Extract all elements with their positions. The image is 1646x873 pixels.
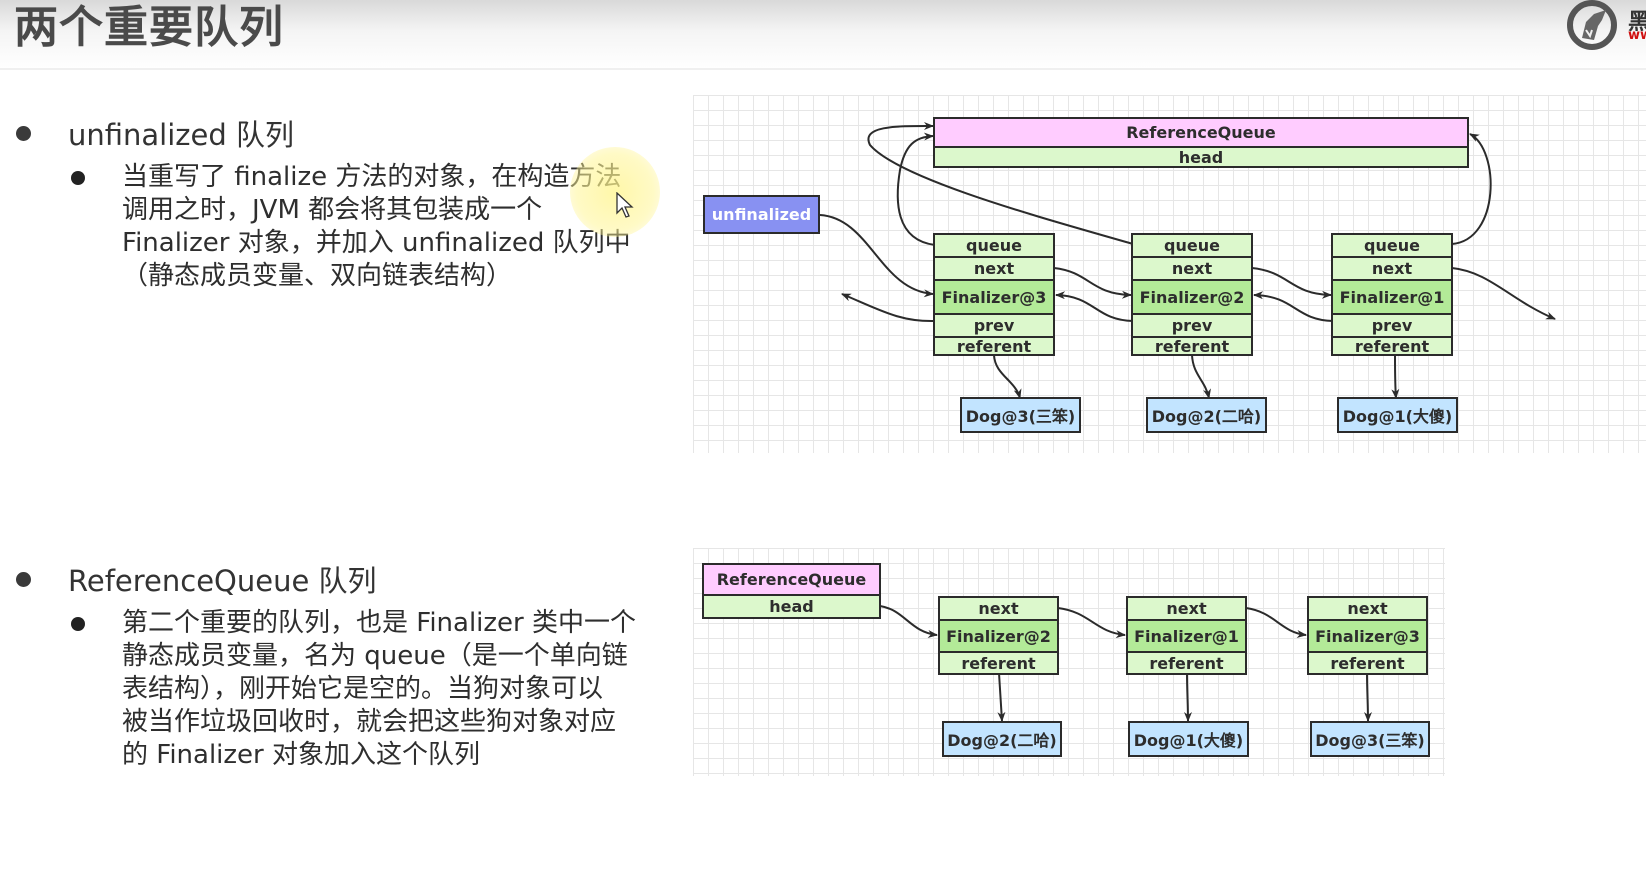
section-paragraph-referencequeue: 第二个重要的队列，也是 Finalizer 类中一个 静态成员变量，名为 que… bbox=[122, 607, 662, 772]
referent-field: referent bbox=[935, 337, 1053, 356]
next-field: next bbox=[1128, 598, 1245, 621]
referencequeue-head-field: head bbox=[933, 146, 1469, 168]
dog-object-box: Dog@3(三笨) bbox=[1310, 721, 1430, 757]
paragraph-line: 被当作垃圾回收时，就会把这些狗对象对应 bbox=[122, 707, 617, 737]
section-heading-unfinalized: unfinalized 队列 bbox=[68, 118, 294, 152]
mouse-pointer-icon bbox=[616, 192, 634, 218]
queue-field: queue bbox=[935, 235, 1053, 258]
prev-field: prev bbox=[1333, 315, 1451, 338]
finalizer-name: Finalizer@1 bbox=[1333, 281, 1451, 315]
dog-object-box: Dog@2(二哈) bbox=[1146, 397, 1267, 433]
prev-field: prev bbox=[935, 315, 1053, 338]
paragraph-line: 静态成员变量，名为 queue（是一个单向链 bbox=[122, 641, 628, 671]
slide-title: 两个重要队列 bbox=[14, 2, 284, 53]
referent-field: referent bbox=[1333, 337, 1451, 356]
paragraph-line: 第二个重要的队列，也是 Finalizer 类中一个 bbox=[122, 608, 637, 638]
next-field: next bbox=[1333, 258, 1451, 281]
referencequeue-box: ReferenceQueue bbox=[702, 563, 881, 596]
next-field: next bbox=[935, 258, 1053, 281]
finalizer-name: Finalizer@3 bbox=[1309, 621, 1426, 653]
finalizer-node: queue next Finalizer@2 prev referent bbox=[1131, 233, 1253, 356]
paragraph-line: 的 Finalizer 对象加入这个队列 bbox=[122, 740, 481, 770]
unfinalized-box: unfinalized bbox=[703, 195, 820, 234]
finalizer-name: Finalizer@1 bbox=[1128, 621, 1245, 653]
queue-field: queue bbox=[1333, 235, 1451, 258]
dog-object-box: Dog@3(三笨) bbox=[960, 397, 1081, 433]
section-paragraph-unfinalized: 当重写了 finalize 方法的对象，在构造方法 调用之时，JVM 都会将其包… bbox=[122, 161, 662, 293]
referent-field: referent bbox=[1128, 653, 1245, 673]
referent-field: referent bbox=[940, 653, 1057, 673]
referent-field: referent bbox=[1133, 337, 1251, 356]
section-heading-referencequeue: ReferenceQueue 队列 bbox=[68, 564, 377, 598]
paragraph-line: （静态成员变量、双向链表结构） bbox=[122, 261, 513, 291]
queue-field: queue bbox=[1133, 235, 1251, 258]
finalizer-name: Finalizer@2 bbox=[940, 621, 1057, 653]
next-field: next bbox=[1133, 258, 1251, 281]
next-field: next bbox=[1309, 598, 1426, 621]
finalizer-name: Finalizer@2 bbox=[1133, 281, 1251, 315]
finalizer-name: Finalizer@3 bbox=[935, 281, 1053, 315]
logo-text: 黑 bbox=[1628, 10, 1646, 35]
logo-url: ww bbox=[1628, 28, 1646, 43]
slide-header: 两个重要队列 黑 ww bbox=[0, 0, 1646, 70]
bullet-icon bbox=[16, 126, 31, 141]
bullet-icon bbox=[71, 171, 85, 185]
bullet-icon bbox=[16, 572, 31, 587]
finalizer-node: queue next Finalizer@3 prev referent bbox=[933, 233, 1055, 356]
referencequeue-box: ReferenceQueue bbox=[933, 117, 1469, 148]
cursor-highlight bbox=[570, 147, 660, 237]
referencequeue-head-field: head bbox=[702, 594, 881, 619]
finalizer-node: next Finalizer@2 referent bbox=[938, 596, 1059, 675]
dog-object-box: Dog@1(大傻) bbox=[1337, 397, 1458, 433]
horse-head-logo-icon bbox=[1567, 0, 1617, 50]
prev-field: prev bbox=[1133, 315, 1251, 338]
next-field: next bbox=[940, 598, 1057, 621]
paragraph-line: Finalizer 对象，并加入 unfinalized 队列中 bbox=[122, 228, 631, 258]
paragraph-line: 调用之时，JVM 都会将其包装成一个 bbox=[122, 195, 543, 225]
finalizer-node: queue next Finalizer@1 prev referent bbox=[1331, 233, 1453, 356]
dog-object-box: Dog@1(大傻) bbox=[1128, 721, 1249, 757]
paragraph-line: 当重写了 finalize 方法的对象，在构造方法 bbox=[122, 162, 622, 192]
finalizer-node: next Finalizer@3 referent bbox=[1307, 596, 1428, 675]
finalizer-node: next Finalizer@1 referent bbox=[1126, 596, 1247, 675]
paragraph-line: 表结构），刚开始它是空的。当狗对象可以 bbox=[122, 674, 604, 704]
dog-object-box: Dog@2(二哈) bbox=[942, 721, 1062, 757]
bullet-icon bbox=[71, 617, 85, 631]
referent-field: referent bbox=[1309, 653, 1426, 673]
